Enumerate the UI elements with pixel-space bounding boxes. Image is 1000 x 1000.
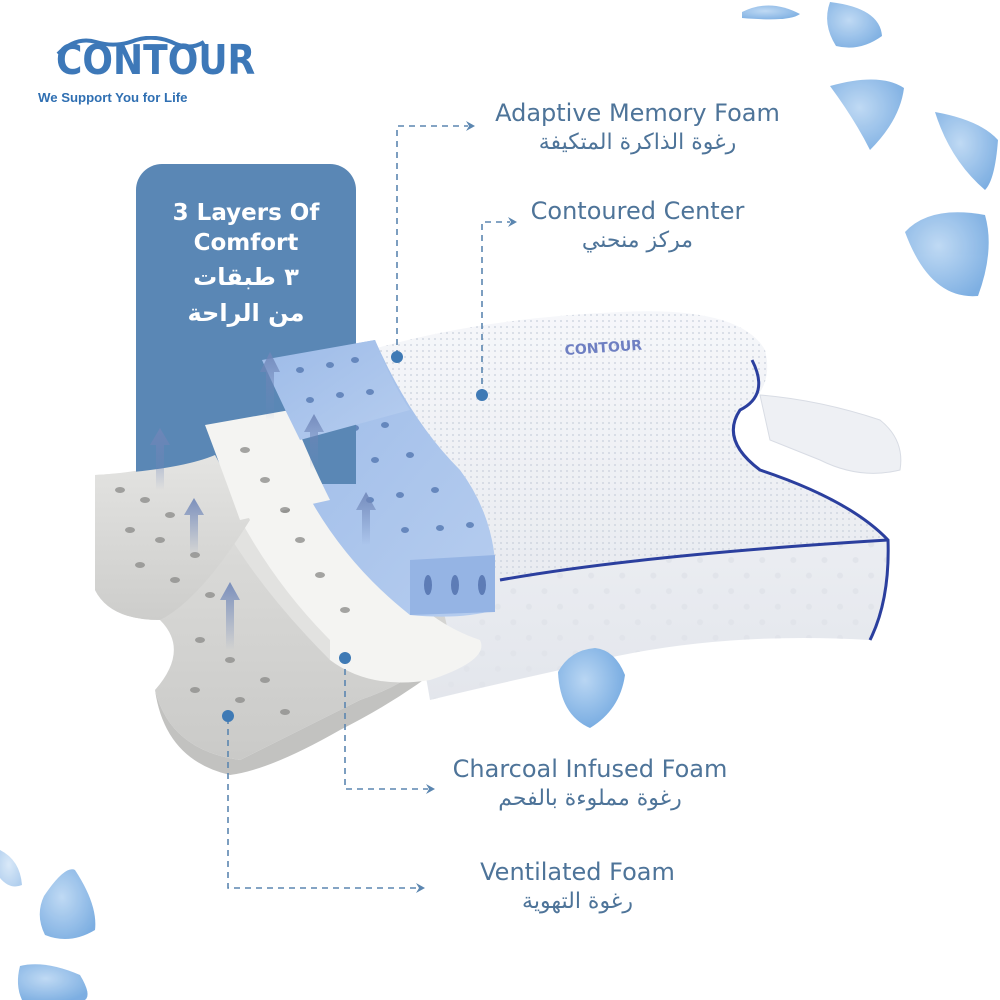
headline-ar-line2: من الراحة (187, 299, 305, 327)
logo-wordmark: CONTOUR (56, 37, 256, 85)
arrowheads (416, 121, 517, 893)
logo-tagline: We Support You for Life (38, 90, 188, 105)
callout-connectors (227, 125, 510, 889)
callout-adaptive-memory-foam: Adaptive Memory Foam رغوة الذاكرة المتكي… (470, 98, 805, 158)
callout-contoured-center: Contoured Center مركز منحني (510, 196, 765, 256)
headline-ar-line1: ٣ طبقات (193, 263, 299, 291)
callout-label-ar: رغوة التهوية (522, 889, 633, 914)
headline-en-line1: 3 Layers Of (172, 200, 320, 226)
headline-en-line2: Comfort (193, 230, 299, 256)
layers-headline-box: 3 Layers Of Comfort ٣ طبقات من الراحة (136, 164, 356, 484)
layers-headline: 3 Layers Of Comfort ٣ طبقات من الراحة (136, 198, 356, 330)
brand-logo: CONTOUR We Support You for Life (38, 36, 255, 108)
callout-label-en: Charcoal Infused Foam (452, 755, 728, 783)
callout-label-ar: رغوة الذاكرة المتكيفة (538, 130, 737, 155)
petal-foreground (558, 648, 625, 728)
callout-ventilated-foam: Ventilated Foam رغوة التهوية (445, 857, 710, 917)
logo-wave-icon (56, 36, 206, 56)
callout-label-ar: رغوة مملوءة بالفحم (498, 786, 682, 811)
callout-label-ar: مركز منحني (581, 228, 694, 253)
callout-label-en: Contoured Center (530, 197, 745, 225)
svg-text:CONTOUR: CONTOUR (564, 338, 643, 359)
callout-label-en: Ventilated Foam (480, 858, 675, 886)
callout-label-en: Adaptive Memory Foam (495, 99, 780, 127)
callout-charcoal-infused-foam: Charcoal Infused Foam رغوة مملوءة بالفحم (430, 754, 750, 814)
pillow-cover: CONTOUR (370, 311, 902, 700)
